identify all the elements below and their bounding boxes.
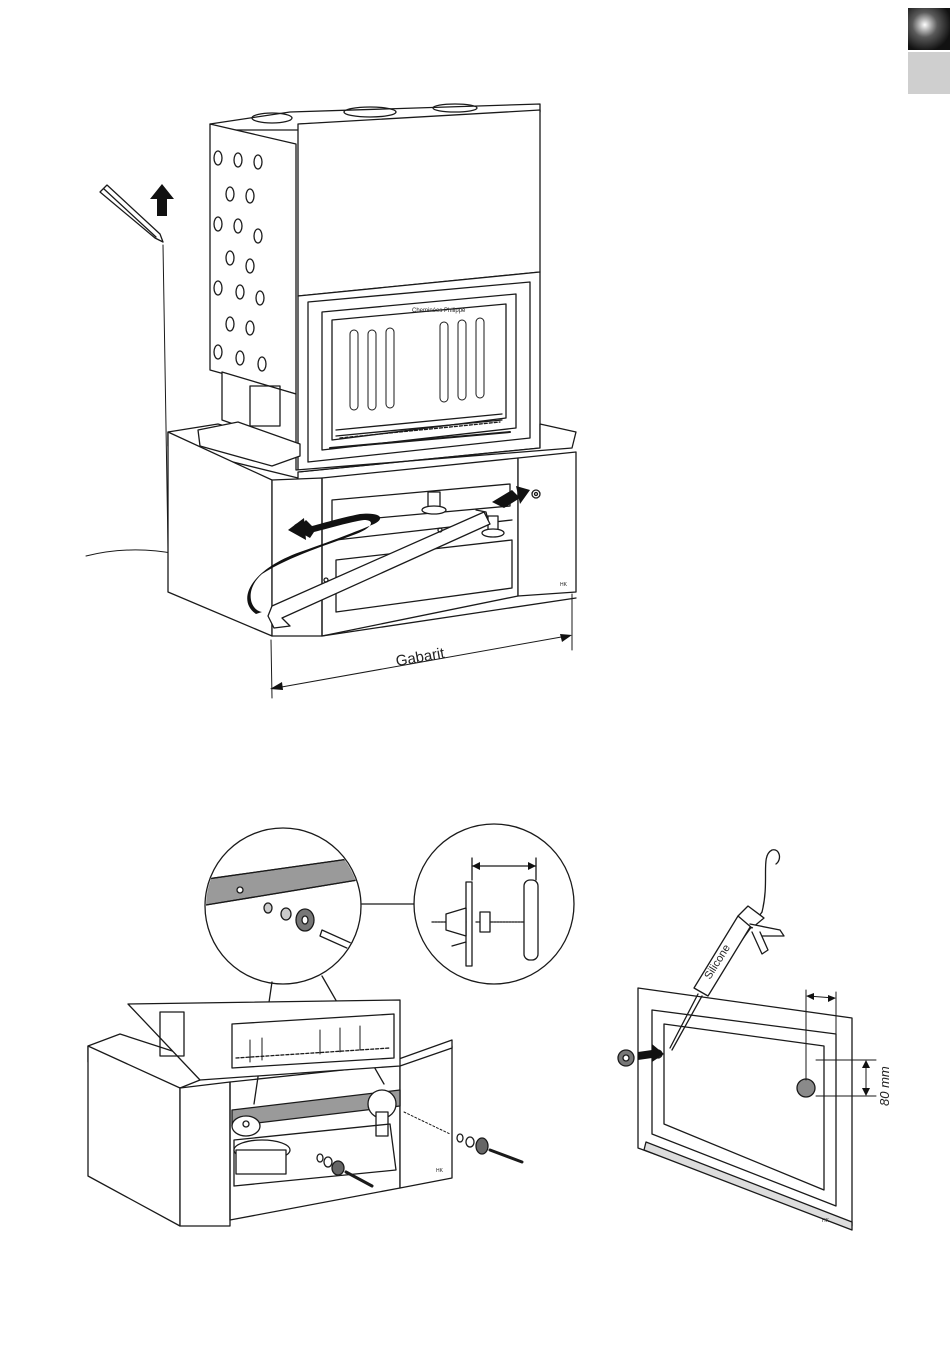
bottom-left-figure: HK <box>88 824 574 1226</box>
top-figure: Cheminées Philippe HK <box>86 104 576 698</box>
up-arrow-icon <box>150 184 174 216</box>
side-heat-panel <box>210 124 296 394</box>
detail-circle-gap <box>414 824 574 984</box>
pencil-icon <box>100 185 163 242</box>
eighty-mm-label: 80 mm <box>877 1066 892 1106</box>
facing-panel <box>638 988 852 1226</box>
brand-label: Cheminées Philippe <box>412 308 466 314</box>
bottom-right-figure: HK 80 mm Silicone <box>618 850 892 1230</box>
detail-circle-bolt <box>205 828 361 984</box>
corner-mark-bottom-left: HK <box>436 1168 444 1174</box>
corner-mark-bottom-right: HK <box>822 1218 830 1224</box>
gabarit-label: Gabarit <box>394 645 446 670</box>
corner-mark: HK <box>560 582 568 588</box>
